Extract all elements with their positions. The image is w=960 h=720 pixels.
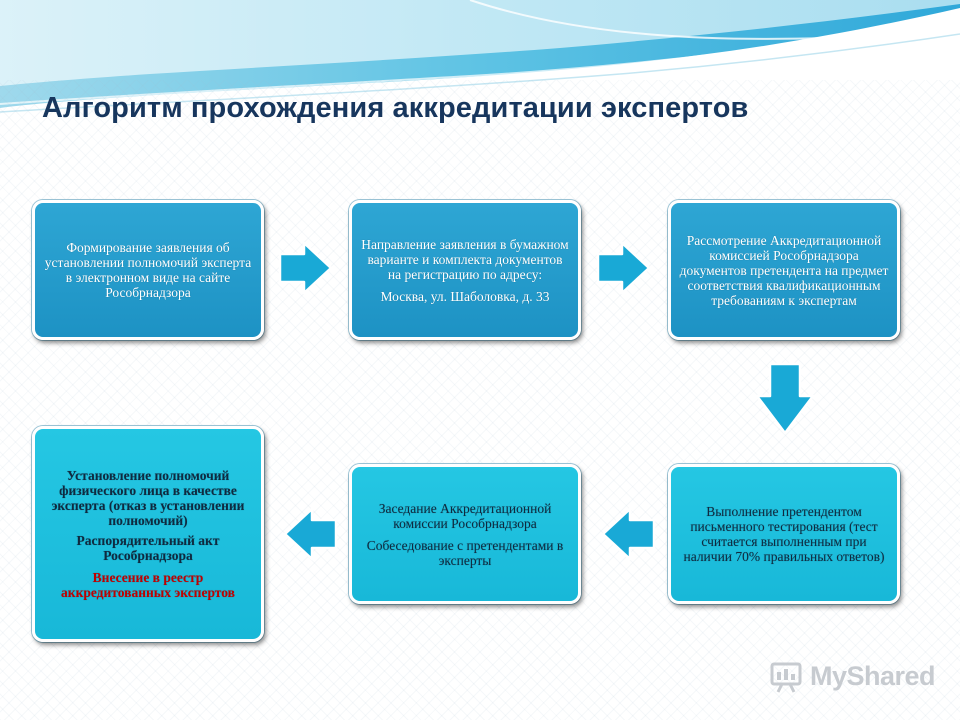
arrow-left-1 [601,507,656,561]
arrow-left-2 [283,507,338,561]
presentation-icon [770,662,802,693]
arrow-right-1 [278,241,333,295]
arrow-down [755,362,815,435]
step-4-text: Выполнение претендентом письменного тест… [683,504,885,564]
step-3-box: Рассмотрение Аккредитационной комиссией … [668,200,900,340]
step-2-box: Направление заявления в бумажном вариант… [349,200,581,340]
step-1-box: Формирование заявления об установлении п… [32,200,264,340]
slide-title: Алгоритм прохождения аккредитации экспер… [42,92,749,124]
header-wave-decoration [0,0,960,113]
step-5-box: Заседание Аккредитационной комиссии Росо… [349,464,581,604]
step-4-box: Выполнение претендентом письменного тест… [668,464,900,604]
step-6-registry: Внесение в реестр аккредитованных экспер… [61,570,235,600]
step-5-subtext: Собеседование с претендентами в эксперты [366,537,564,568]
step-3-text: Рассмотрение Аккредитационной комиссией … [679,232,889,308]
myshared-logo: MyShared [768,656,936,696]
step-5-text: Заседание Аккредитационной комиссии Росо… [378,500,552,531]
step-6-text: Установление полномочий физического лица… [51,468,245,528]
step-2-address: Москва, ул. Шаболовка, д. 33 [380,288,550,304]
step-2-text: Направление заявления в бумажном вариант… [361,236,569,282]
arrow-right-2 [596,241,651,295]
step-6-act: Распорядительный акт Рособрнадзора [76,533,220,563]
step-6-box: Установление полномочий физического лица… [32,426,264,642]
step-1-text: Формирование заявления об установлении п… [44,240,252,300]
watermark-text: MyShared [810,660,936,691]
